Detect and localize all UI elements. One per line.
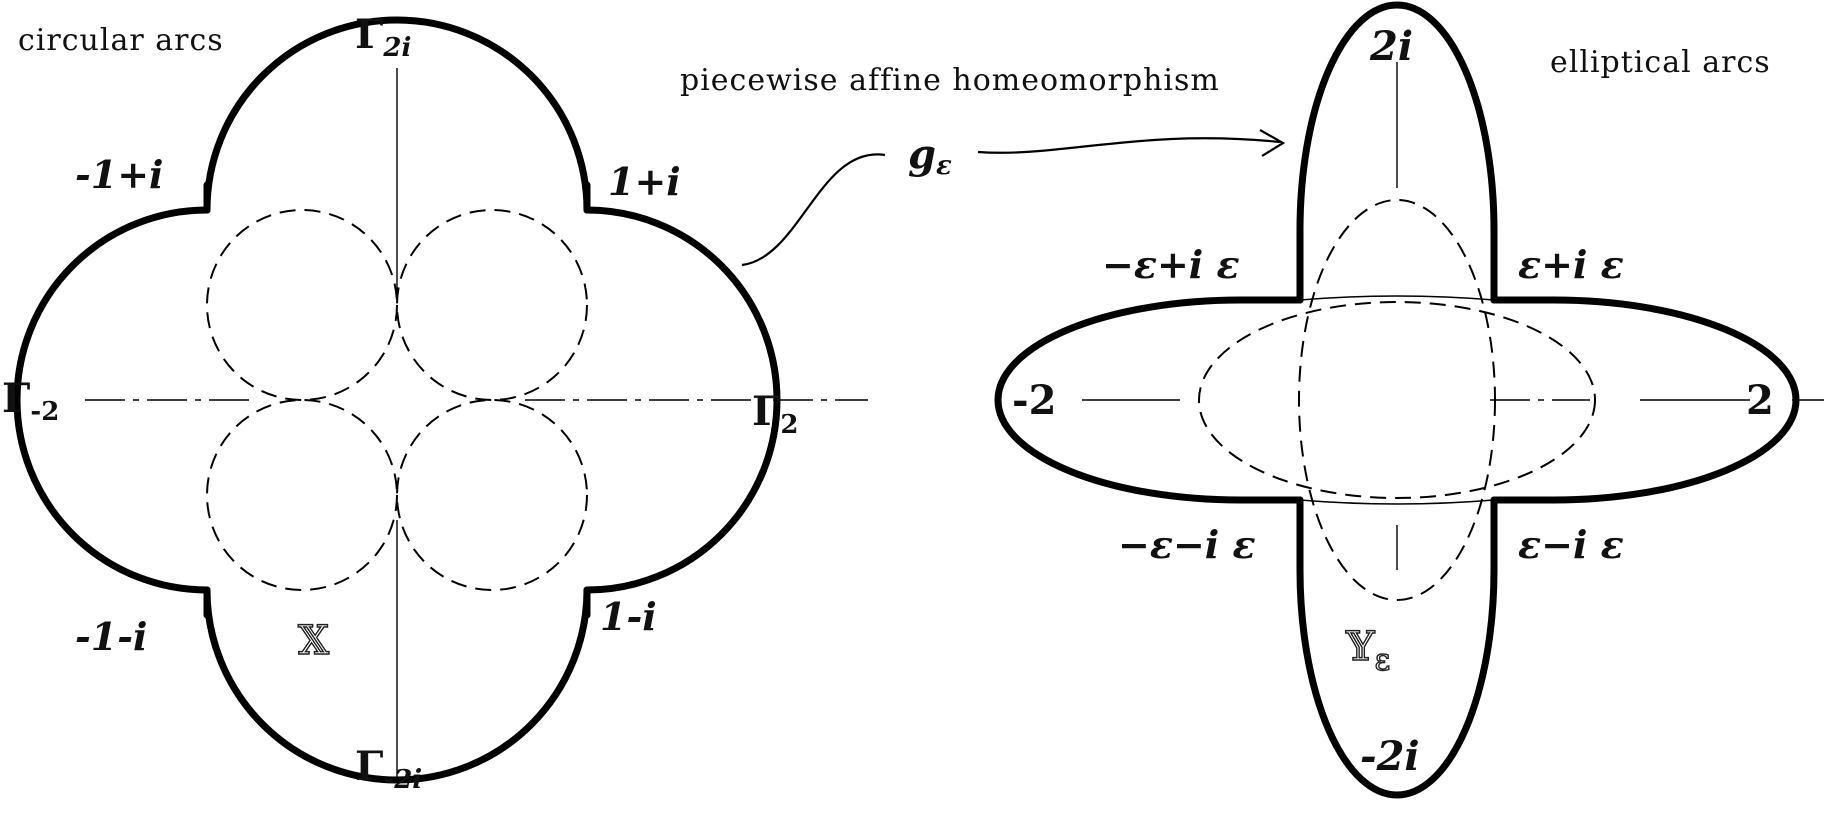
label-right-2: 2 — [1746, 377, 1774, 424]
label-left-minus-2: -2 — [1012, 377, 1056, 424]
dashed-circle-lower-left — [206, 399, 398, 591]
arc-gamma-right — [583, 206, 781, 594]
label-corner-tr-eps: ε+i ε — [1518, 242, 1624, 287]
label-gamma-left: Γ-2 — [2, 375, 59, 427]
label-corner-tl-eps: −ε+i ε — [1102, 242, 1240, 287]
caption-circular-arcs: circular arcs — [18, 23, 224, 58]
label-map-g: gε — [908, 131, 952, 181]
arrow-curve — [977, 137, 1281, 154]
label-gamma-top: Γ2i — [355, 11, 411, 63]
arrow-head — [1259, 129, 1286, 157]
left-figure: circular arcs Γ2i Γ-2i Γ-2 Γ2 -1+i 1+i -… — [2, 11, 868, 795]
right-figure: elliptical arcs 2i -2i -2 2 −ε+i ε ε+i ε… — [994, 1, 1824, 799]
ellipse-arc-left — [994, 296, 1304, 504]
ellipse-arc-right — [1490, 296, 1800, 504]
label-corner-tr: 1+i — [608, 159, 681, 204]
chord-bottom — [1299, 499, 1495, 505]
dashed-ellipse-inner-vertical — [1298, 199, 1496, 601]
label-corner-bl: -1-i — [75, 614, 147, 659]
label-bottom-minus-2i: -2i — [1360, 733, 1420, 780]
dashed-circle-lower-right — [396, 399, 588, 591]
region-label-y-eps: 𝕐ε — [1345, 624, 1390, 678]
label-corner-bl-eps: −ε−i ε — [1118, 522, 1256, 567]
mapping-arrow-group: piecewise affine homeomorphism gε — [680, 63, 1286, 267]
label-top-2i: 2i — [1369, 23, 1413, 70]
label-corner-tl: -1+i — [75, 152, 164, 197]
label-corner-br-eps: ε−i ε — [1518, 522, 1624, 567]
label-gamma-bottom: Γ-2i — [355, 743, 422, 795]
dashed-ellipse-inner-horizontal — [1198, 301, 1596, 499]
ellipse-arc-top — [1296, 1, 1498, 304]
ellipse-arc-bottom — [1296, 496, 1498, 799]
arc-gamma-left — [13, 206, 211, 594]
dashed-circle-upper-left — [206, 209, 398, 401]
arc-gamma-bottom — [203, 586, 591, 784]
region-label-x: 𝕏 — [298, 618, 329, 664]
chord-top — [1299, 295, 1495, 301]
dashed-circle-upper-right — [396, 209, 588, 401]
label-corner-br: 1-i — [600, 594, 657, 639]
caption-piecewise-affine: piecewise affine homeomorphism — [680, 63, 1220, 98]
connector-curve — [741, 153, 886, 267]
caption-elliptical-arcs: elliptical arcs — [1550, 45, 1771, 80]
arc-gamma-top — [203, 16, 591, 214]
label-gamma-right: Γ2 — [752, 388, 799, 440]
